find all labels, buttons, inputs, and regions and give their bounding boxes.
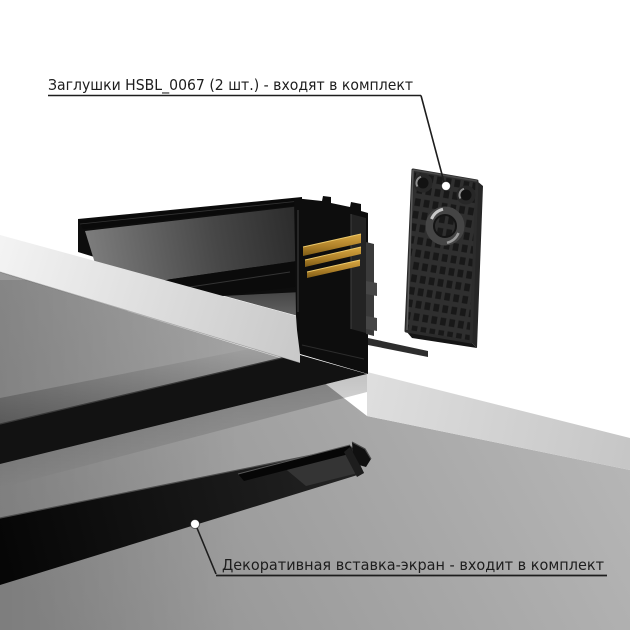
decorative-insert-strip — [0, 441, 372, 585]
cap-top-highlight — [412, 169, 478, 182]
slot-strip — [0, 355, 367, 464]
annotation-insert: Декоративная вставка-экран - входит в ко… — [190, 519, 607, 577]
cap-corner-hole — [456, 185, 476, 205]
slot-shadow-top — [0, 341, 290, 424]
cut-edge-left — [0, 235, 301, 364]
insert-end-face — [344, 447, 364, 477]
bracket-tab — [366, 316, 377, 331]
cap-side-edge — [471, 181, 483, 348]
endcaps-label: Заглушки HSBL_0067 (2 шт.) - входят в ко… — [48, 76, 413, 95]
insert-label: Декоративная вставка-экран - входит в ко… — [222, 556, 604, 574]
contact-highlight — [304, 246, 362, 261]
insert-far-lip — [238, 445, 353, 481]
bracket-tab — [366, 281, 377, 296]
insert-hook-highlight — [351, 441, 372, 460]
insert-leader-dot — [190, 519, 200, 529]
cap-center-ring — [425, 206, 465, 246]
insert-face — [0, 447, 364, 585]
side-wall-inner — [351, 214, 366, 333]
end-cap-plate — [404, 168, 483, 348]
foot-step-line — [301, 344, 365, 360]
endcaps-leader-line — [420, 95, 445, 183]
profile-top-rim — [79, 200, 301, 225]
track-profile — [78, 197, 302, 299]
insert-lip-highlight — [237, 444, 351, 475]
annotation-endcaps: Заглушки HSBL_0067 (2 шт.) - входят в ко… — [48, 76, 451, 191]
track-slot-opening — [0, 341, 367, 488]
cap-corner-hole — [413, 173, 433, 193]
track-cross-section — [294, 196, 428, 374]
cut-edge-bottom-line — [0, 271, 301, 364]
cut-edge-face — [0, 235, 300, 363]
contact-highlight — [306, 259, 361, 273]
profile-inner-face — [85, 206, 301, 289]
contact-strip — [307, 260, 360, 278]
insert-top-highlight — [0, 446, 353, 519]
insert-leader-line — [196, 527, 217, 575]
cap-left-highlight — [406, 169, 414, 331]
slot-shadow-bottom — [0, 374, 367, 488]
track-behind-cut — [368, 338, 428, 357]
insert-inner-face — [282, 448, 362, 486]
endcaps-leader-dot — [441, 181, 451, 191]
contact-strip — [305, 247, 361, 267]
brass-contact-strips — [302, 233, 362, 278]
contact-strip — [303, 234, 361, 256]
cut-edge-right — [367, 372, 630, 470]
contact-highlight — [302, 233, 362, 248]
slot-top-highlight — [0, 355, 291, 425]
profile-top-face — [79, 198, 301, 229]
